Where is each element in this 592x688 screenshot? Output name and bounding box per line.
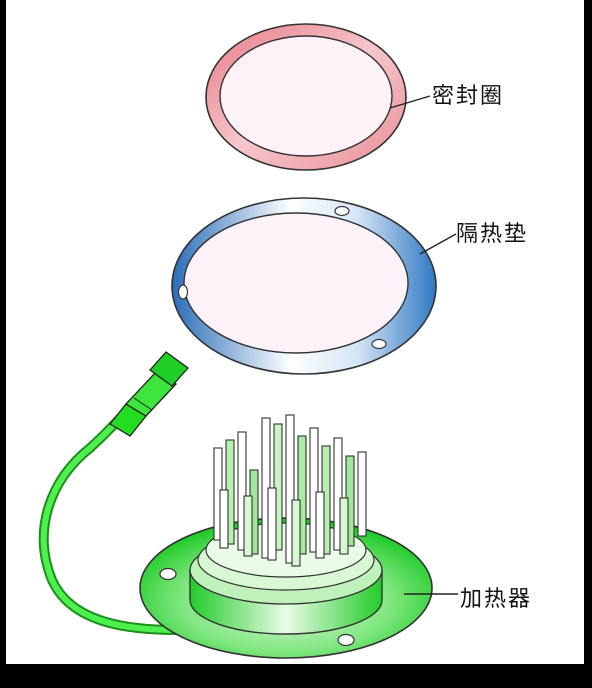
heater-cable bbox=[38, 405, 181, 635]
pad-hole-left bbox=[177, 284, 189, 300]
insulation-pad bbox=[171, 197, 437, 375]
seal-ring-label: 密封圈 bbox=[432, 84, 505, 109]
insulation-pad-leader-line bbox=[419, 233, 457, 255]
flange-hole-bottom bbox=[337, 633, 355, 647]
pad-hole-bottom bbox=[371, 338, 387, 350]
heater-label: 加热器 bbox=[460, 587, 533, 612]
heater bbox=[139, 414, 433, 659]
seal-ring-leader-line bbox=[389, 95, 431, 109]
heater-fins bbox=[213, 414, 367, 567]
seal-ring bbox=[205, 23, 407, 171]
pad-hole-top bbox=[334, 205, 350, 217]
cable-connector bbox=[109, 351, 189, 437]
insulation-pad-label: 隔热垫 bbox=[456, 222, 529, 247]
flange-hole-left bbox=[159, 567, 177, 581]
